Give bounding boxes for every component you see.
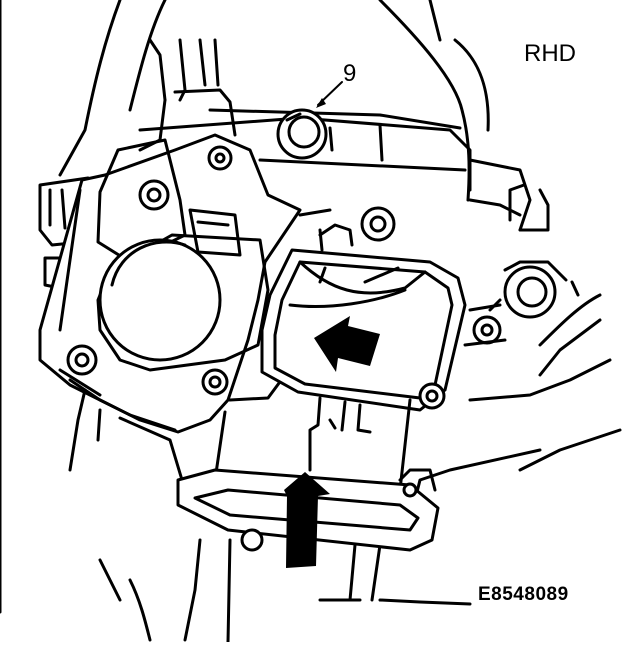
duct-outlet [260,248,467,412]
bracket-bolt [298,206,396,252]
arrow-down-left-icon [314,316,380,372]
orientation-label: RHD [524,40,576,67]
nut-callout-9 [276,81,343,160]
actuator-body [38,133,302,492]
lower-tube [176,396,440,644]
pipe-clip [463,260,580,347]
base-lines [98,558,152,642]
arrow-up-icon [284,472,330,568]
callout-number-9: 9 [343,60,357,87]
figure-code-label: E8548089 [478,584,569,605]
